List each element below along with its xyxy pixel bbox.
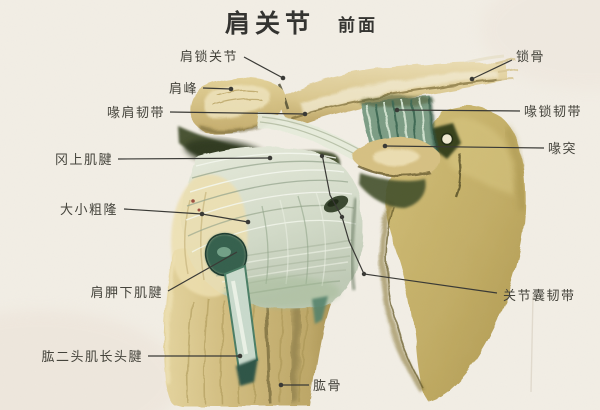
label-supraspinatus: 冈上肌腱 — [55, 152, 113, 167]
leader-ccl — [396, 109, 521, 112]
leader-dots — [199, 75, 475, 388]
label-acromion: 肩峰 — [169, 81, 198, 96]
leader-capsule — [321, 153, 498, 294]
leader-acromion — [202, 87, 232, 90]
leader-supraspinatus — [117, 157, 271, 160]
label-ccl: 喙锁韧带 — [524, 104, 582, 119]
label-subscapularis: 肩胛下肌腱 — [90, 285, 163, 300]
leader-lines — [117, 56, 545, 386]
leader-clavicle — [471, 59, 513, 80]
leader-subscapularis — [167, 251, 238, 292]
label-tuberosities: 大小粗隆 — [60, 202, 118, 217]
page-title: 肩关节 — [225, 9, 315, 38]
label-humerus: 肱骨 — [313, 378, 342, 393]
labels: 肩锁关节 肩峰 喙肩韧带 冈上肌腱 大小粗隆 肩胛下肌腱 肱二头肌长头腱 肱骨 … — [41, 49, 582, 393]
leader-coracoid — [384, 145, 545, 149]
title-group: 肩关节 前面 — [225, 9, 378, 38]
leader-cal — [169, 111, 306, 115]
label-capsule: 关节囊韧带 — [503, 288, 576, 303]
label-coracoid: 喙突 — [548, 141, 577, 156]
page-subtitle: 前面 — [338, 15, 378, 35]
label-clavicle: 锁骨 — [516, 49, 545, 64]
leader-acj — [243, 56, 284, 79]
label-cal: 喙肩韧带 — [107, 105, 165, 120]
label-biceps: 肱二头肌长头腱 — [41, 349, 143, 364]
label-acj: 肩锁关节 — [180, 49, 238, 64]
